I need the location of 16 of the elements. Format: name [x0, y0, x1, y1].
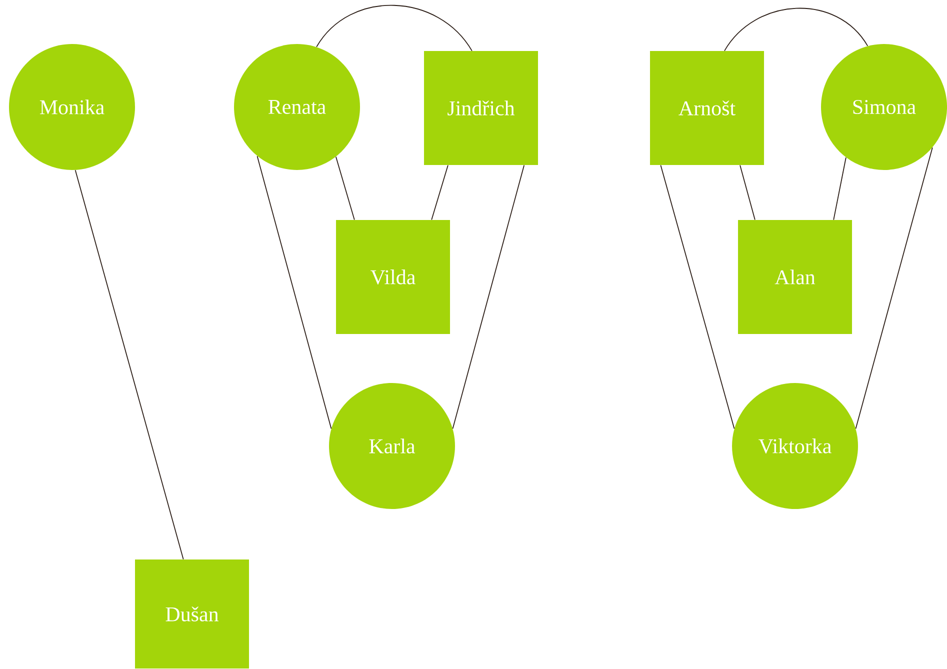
connector-line [74, 170, 184, 560]
connector-line [335, 156, 355, 220]
connector-line [256, 156, 332, 430]
person-square: Jindřich [424, 51, 538, 165]
connector-line [740, 164, 756, 220]
connector-line [452, 164, 525, 430]
connector-line [660, 164, 735, 430]
person-square: Dušan [135, 560, 249, 668]
connector-line [431, 164, 448, 220]
person-square: Vilda [336, 220, 450, 334]
person-square: Arnošt [650, 51, 764, 165]
arc-line [316, 4, 472, 52]
connector-line [855, 147, 933, 430]
arc-line [724, 8, 868, 52]
connector-line [833, 157, 846, 220]
person-square: Alan [738, 220, 852, 334]
